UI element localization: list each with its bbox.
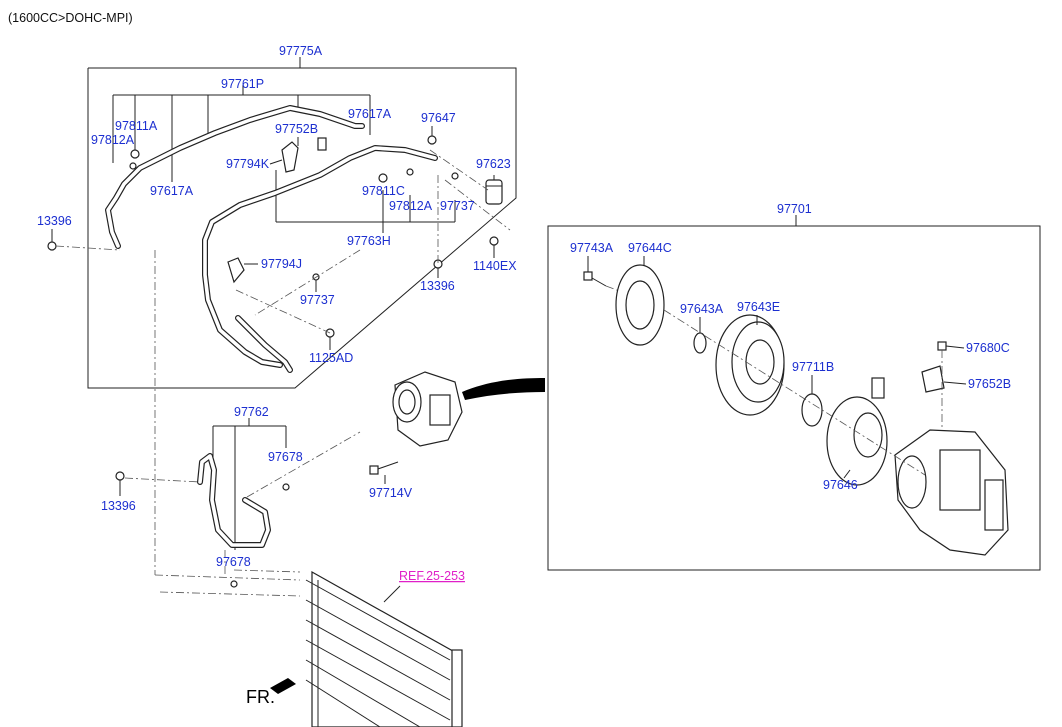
nut-13396-left bbox=[47, 241, 57, 251]
label-13396-left[interactable]: 13396 bbox=[37, 214, 72, 228]
o-rings-left bbox=[129, 149, 459, 281]
bolt-97680C bbox=[937, 341, 947, 351]
condenser bbox=[305, 570, 463, 727]
arrow-to-detail bbox=[462, 378, 545, 400]
liquid-pipe-97762 bbox=[197, 453, 271, 548]
leader-97763H bbox=[275, 170, 456, 233]
label-97643E[interactable]: 97643E bbox=[737, 300, 780, 314]
bolt-97647 bbox=[427, 135, 437, 145]
leader-lines bbox=[51, 126, 967, 496]
label-97762[interactable]: 97762 bbox=[234, 405, 269, 419]
label-97811C[interactable]: 97811C bbox=[362, 184, 405, 198]
label-97794K[interactable]: 97794K bbox=[226, 157, 270, 171]
label-97644C[interactable]: 97644C bbox=[628, 241, 672, 255]
part-labels: 97775A 97761P 97811A 97812A 97752B 97617… bbox=[37, 44, 1011, 707]
bolt-97714V bbox=[369, 461, 399, 475]
hose-assembly-frame bbox=[87, 57, 517, 389]
label-97737-top[interactable]: 97737 bbox=[440, 199, 475, 213]
compressor-detail-box bbox=[547, 215, 1041, 571]
front-direction-arrow bbox=[270, 678, 296, 694]
label-97701[interactable]: 97701 bbox=[777, 202, 812, 216]
label-97678-bottom[interactable]: 97678 bbox=[216, 555, 251, 569]
label-97714V[interactable]: 97714V bbox=[369, 486, 413, 500]
label-97652B[interactable]: 97652B bbox=[968, 377, 1011, 391]
reference-link[interactable]: REF.25-253 bbox=[399, 569, 465, 583]
leader-97761P bbox=[112, 85, 371, 182]
service-valve-97752B bbox=[317, 137, 327, 151]
label-97678-top[interactable]: 97678 bbox=[268, 450, 303, 464]
label-97775A[interactable]: 97775A bbox=[279, 44, 323, 58]
label-97761P[interactable]: 97761P bbox=[221, 77, 264, 91]
suction-pipe bbox=[105, 105, 365, 249]
leader-97762 bbox=[212, 418, 287, 550]
o-rings-lower bbox=[115, 471, 290, 588]
label-13396-mid[interactable]: 13396 bbox=[420, 279, 455, 293]
label-97711B[interactable]: 97711B bbox=[792, 360, 834, 374]
label-97743A[interactable]: 97743A bbox=[570, 241, 614, 255]
discharge-hose bbox=[202, 145, 438, 373]
label-97646[interactable]: 97646 bbox=[823, 478, 858, 492]
receiver-drier-97623 bbox=[485, 179, 503, 205]
field-coil-97646 bbox=[826, 377, 888, 486]
label-13396-bottom[interactable]: 13396 bbox=[101, 499, 136, 513]
label-97643A[interactable]: 97643A bbox=[680, 302, 724, 316]
label-97811A[interactable]: 97811A bbox=[115, 119, 158, 133]
label-97794J[interactable]: 97794J bbox=[261, 257, 302, 271]
front-label: FR. bbox=[246, 687, 275, 707]
compressor-small bbox=[392, 371, 463, 447]
bracket-97794J bbox=[227, 257, 245, 284]
label-97763H[interactable]: 97763H bbox=[347, 234, 391, 248]
label-97647[interactable]: 97647 bbox=[421, 111, 456, 125]
alignment-lines bbox=[55, 149, 511, 597]
label-97812A-left[interactable]: 97812A bbox=[91, 133, 135, 147]
bracket-97652B bbox=[921, 365, 945, 393]
label-1125AD[interactable]: 1125AD bbox=[309, 351, 353, 365]
label-97812A-mid[interactable]: 97812A bbox=[389, 199, 433, 213]
label-97680C[interactable]: 97680C bbox=[966, 341, 1010, 355]
pulley-97643E bbox=[715, 314, 785, 416]
label-97752B[interactable]: 97752B bbox=[275, 122, 318, 136]
plate-97644C bbox=[615, 264, 665, 346]
detail-dashed-axis bbox=[663, 309, 943, 476]
label-97623[interactable]: 97623 bbox=[476, 157, 511, 171]
label-1140EX[interactable]: 1140EX bbox=[473, 259, 517, 273]
label-97617A-top[interactable]: 97617A bbox=[348, 107, 392, 121]
label-97737-mid[interactable]: 97737 bbox=[300, 293, 335, 307]
bolt-1140EX bbox=[489, 236, 499, 246]
clip-97794K bbox=[281, 141, 299, 173]
label-97617A-left[interactable]: 97617A bbox=[150, 184, 194, 198]
snap-ring-97643A bbox=[693, 332, 707, 354]
engine-spec-header: (1600CC>DOHC-MPI) bbox=[8, 11, 133, 25]
compressor-body bbox=[894, 429, 1009, 556]
